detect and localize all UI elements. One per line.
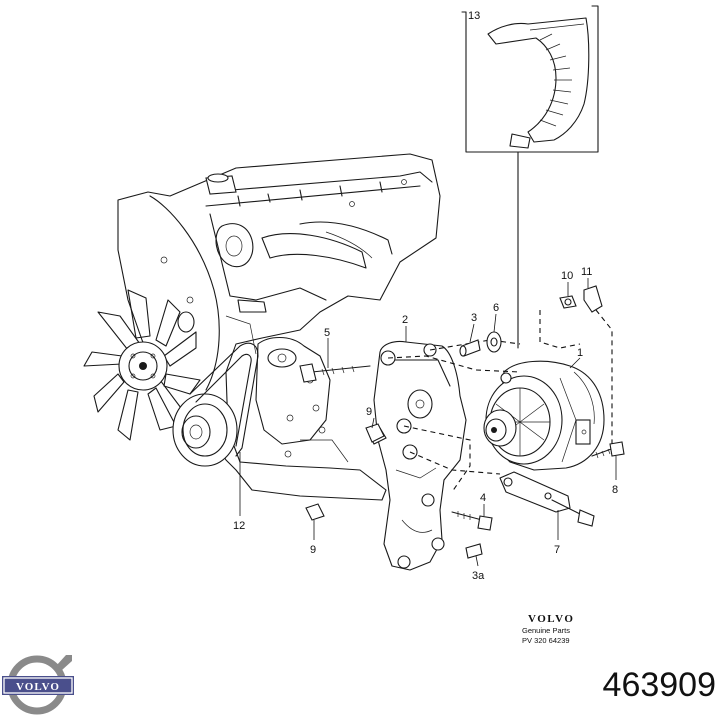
brand-block: VOLVO Genuine Parts PV 320 64239 <box>522 614 574 644</box>
inset-box-part-13 <box>461 5 599 349</box>
adjuster-link <box>499 471 595 527</box>
belt-and-pulley <box>172 311 259 467</box>
callout-4: 4 <box>480 492 486 504</box>
small-parts <box>299 285 625 559</box>
callout-7: 7 <box>554 544 560 556</box>
callout-9-lower: 9 <box>310 544 316 556</box>
genuine-parts-text: Genuine Parts <box>522 626 570 635</box>
callout-3: 3 <box>471 312 477 324</box>
leader-lines <box>239 278 617 567</box>
engine-block <box>117 153 441 501</box>
callout-11: 11 <box>581 266 592 278</box>
callout-1: 1 <box>577 347 583 359</box>
callout-8: 8 <box>612 484 618 496</box>
alternator <box>483 360 605 471</box>
mounting-bracket <box>367 340 467 571</box>
callout-9-upper: 9 <box>366 406 372 418</box>
callout-3a: 3a <box>472 570 485 582</box>
part-number: 463909 <box>602 666 716 704</box>
assembly-dashed-lines <box>387 309 613 493</box>
cooling-fan <box>83 289 201 441</box>
callout-13: 13 <box>468 10 480 22</box>
catalog-code: PV 320 64239 <box>522 635 570 645</box>
volvo-logo: VOLVO <box>2 655 74 715</box>
callout-labels: 13 10 11 5 2 3 6 1 9 4 8 12 9 7 3a <box>233 10 618 582</box>
callout-5: 5 <box>324 327 330 339</box>
callout-10: 10 <box>561 270 573 282</box>
callout-12: 12 <box>233 520 245 532</box>
callout-6: 6 <box>493 302 499 314</box>
volvo-logo-text: VOLVO <box>16 681 60 693</box>
brand-wordmark: VOLVO <box>528 613 575 625</box>
callout-2: 2 <box>402 314 408 326</box>
